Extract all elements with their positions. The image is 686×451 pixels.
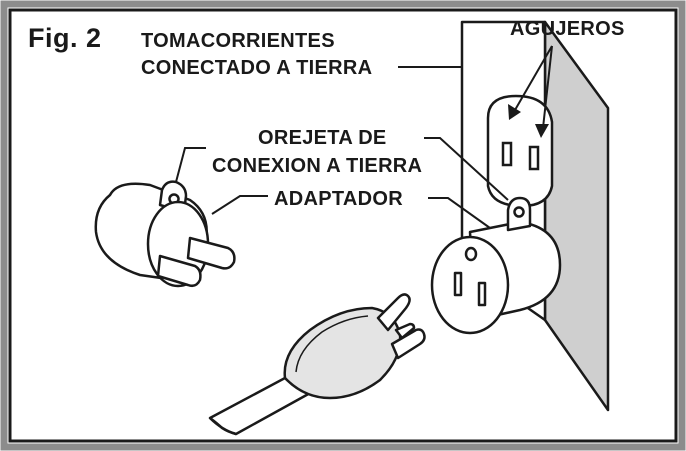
leader-tab-right xyxy=(424,137,509,201)
leader-tab-left xyxy=(175,147,206,183)
plug-and-cord xyxy=(208,293,426,436)
installed-slot-left xyxy=(453,271,463,297)
upper-receptacle-body xyxy=(486,94,554,208)
arrow-hole-left xyxy=(508,104,521,120)
loose-prong-lower xyxy=(156,254,202,288)
plug-prong-upper xyxy=(376,293,411,332)
cord-cut-end xyxy=(209,417,237,436)
leader-holes-right xyxy=(542,45,553,129)
installed-ground-hole xyxy=(464,246,478,262)
plug-body-highlight xyxy=(295,315,369,373)
installed-adapter-tab-hole xyxy=(513,206,525,218)
leader-holes-left xyxy=(514,45,553,111)
label-outlet-line1: TOMACORRIENTES xyxy=(141,30,335,52)
label-holes: AGUJEROS xyxy=(510,18,625,40)
installed-slot-right xyxy=(477,281,487,307)
label-ground-tab-line1: OREJETA DE xyxy=(258,127,387,149)
installed-adapter-face xyxy=(430,235,510,335)
label-adapter: ADAPTADOR xyxy=(274,188,403,210)
arrowheads xyxy=(508,104,549,138)
upper-hole-right xyxy=(528,145,540,171)
arrow-hole-right xyxy=(535,124,549,138)
leader-lines xyxy=(175,45,553,229)
plug-prong-lower xyxy=(390,328,426,360)
figure-number: Fig. 2 xyxy=(28,23,102,53)
installed-adapter xyxy=(430,196,562,335)
leader-adapter-left xyxy=(211,195,268,215)
plug-ground-pin xyxy=(394,322,416,340)
upper-receptacle xyxy=(486,94,554,208)
loose-prong-upper xyxy=(186,236,236,270)
figure-frame-inner xyxy=(8,8,678,443)
loose-adapter xyxy=(94,180,236,288)
upper-hole-left xyxy=(501,141,513,167)
label-ground-tab-line2: CONEXION A TIERRA xyxy=(212,155,423,177)
leader-adapter-right xyxy=(428,197,491,229)
label-outlet-line2: CONECTADO A TIERRA xyxy=(141,57,373,79)
